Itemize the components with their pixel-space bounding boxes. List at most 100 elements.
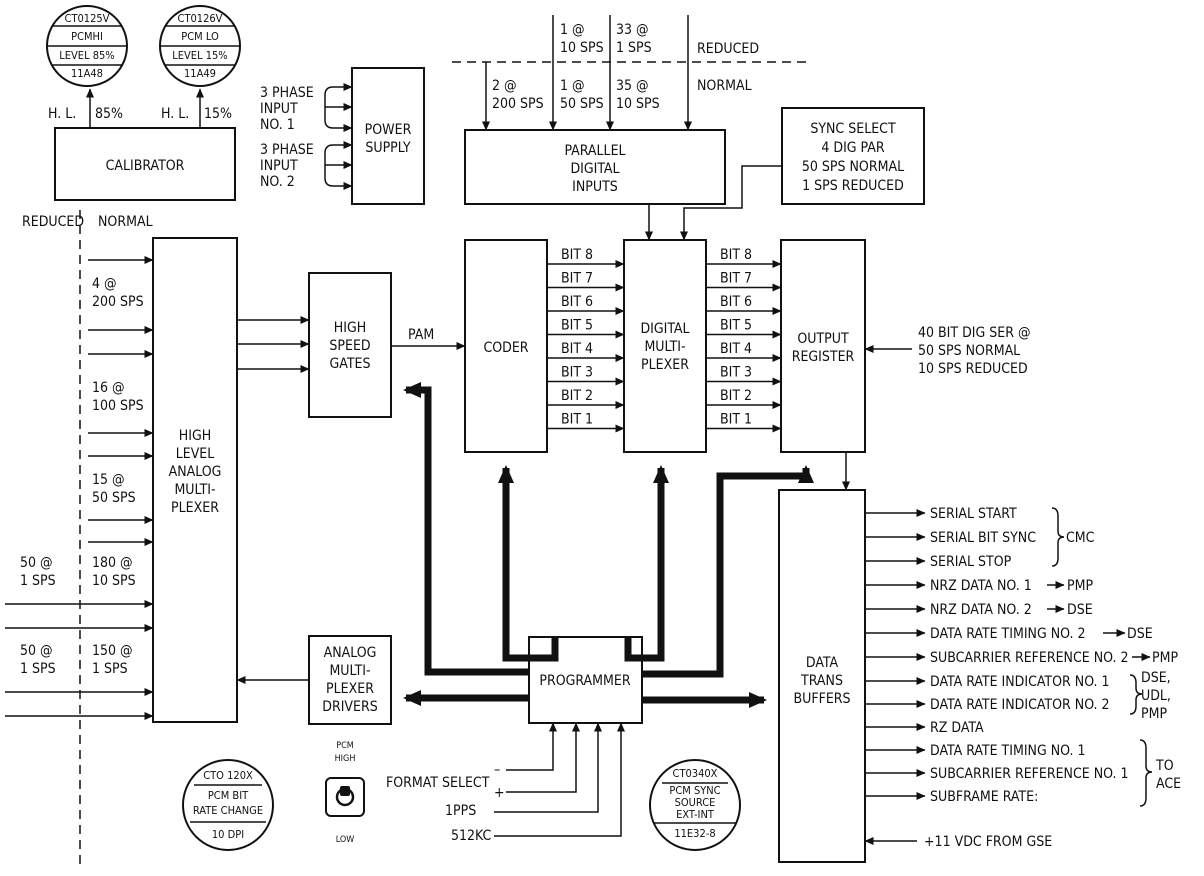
block-label: ANALOG: [324, 645, 377, 661]
power-input-label: NO. 1: [260, 117, 295, 133]
format-select-label: FORMAT SELECT: [386, 775, 490, 791]
bit-label: BIT 8: [561, 247, 593, 263]
rate-label: 50 @: [20, 643, 53, 659]
calibrator-85-label: 85%: [95, 106, 123, 122]
rate-label: 1 @: [560, 78, 585, 94]
bit-label: BIT 7: [561, 271, 593, 287]
block-label: BUFFERS: [793, 691, 850, 707]
bit-label: BIT 4: [561, 341, 593, 357]
rate-label: 150 @: [92, 643, 133, 659]
khz-label: 512KC: [451, 828, 492, 844]
pcm-rate-switch[interactable]: PCM HIGH LOW: [325, 741, 365, 845]
rate-label: 4 @: [92, 276, 117, 292]
output-register-input-label: 50 SPS NORMAL: [918, 343, 1020, 359]
block-label: OUTPUT: [797, 331, 849, 347]
rate-label: 1 SPS: [616, 40, 652, 56]
meter-label: PCM BIT: [208, 789, 249, 802]
rate-label: 15 @: [92, 472, 125, 488]
output-register-input-label: 40 BIT DIG SER @: [918, 325, 1031, 341]
block-label: LEVEL: [176, 446, 215, 462]
bit-label: BIT 8: [720, 247, 752, 263]
bit-label: BIT 1: [561, 412, 593, 428]
power-input-label: 3 PHASE: [260, 85, 314, 101]
calibrator-label: CALIBRATOR: [106, 158, 185, 174]
block-label: PLEXER: [171, 500, 219, 516]
meter-label: 11A49: [184, 67, 216, 80]
output-label: NRZ DATA NO. 1: [930, 578, 1032, 594]
bit-label: BIT 3: [720, 365, 752, 381]
output-label: SUBFRAME RATE:: [930, 789, 1038, 805]
power-input-label: NO. 2: [260, 174, 295, 190]
rate-label: 100 SPS: [92, 398, 144, 414]
output-label: SUBCARRIER REFERENCE NO. 2: [930, 650, 1129, 666]
meter-label: SOURCE: [675, 796, 716, 809]
bit-label: BIT 5: [720, 318, 752, 334]
meter-label: CTO 120X: [203, 769, 253, 782]
bit-label: BIT 5: [561, 318, 593, 334]
destination-label: PMP: [1152, 650, 1178, 666]
cmc-label: CMC: [1066, 530, 1095, 546]
output-label: RZ DATA: [930, 720, 984, 736]
block-label: 50 SPS NORMAL: [802, 159, 904, 175]
rate-label: 1 @: [560, 22, 585, 38]
meter-label: CT0125V: [65, 12, 110, 25]
block-label: DATA: [806, 655, 839, 671]
output-register-input-label: 10 SPS REDUCED: [918, 361, 1028, 377]
bit-label: BIT 7: [720, 271, 752, 287]
bit-label: BIT 2: [720, 388, 752, 404]
meter-label: PCM LO: [181, 30, 219, 43]
rate-label: 35 @: [616, 78, 649, 94]
power-supply-block: POWER SUPPLY: [351, 67, 425, 205]
data-trans-buffers-block: DATA TRANS BUFFERS: [778, 489, 866, 863]
block-label: 1 SPS REDUCED: [802, 178, 904, 194]
meter-label: 11A48: [71, 67, 103, 80]
block-label: DRIVERS: [322, 699, 377, 715]
block-label: CODER: [483, 340, 528, 356]
destination-label: DSE: [1127, 626, 1153, 642]
meter-pcm-bit-rate-change: CTO 120X PCM BIT RATE CHANGE 10 DPI: [182, 759, 274, 851]
power-supply-label: POWER: [365, 122, 412, 138]
output-register-block: OUTPUT REGISTER: [780, 239, 866, 453]
meter-label: PCMHI: [71, 30, 103, 43]
calibrator-15-label: 15%: [204, 106, 232, 122]
meter-label: LEVEL 85%: [59, 49, 114, 62]
meter-label: RATE CHANGE: [193, 804, 263, 817]
calibrator-hl-label: H. L.: [161, 106, 189, 122]
rate-label: 50 SPS: [92, 490, 136, 506]
bit-label: BIT 4: [720, 341, 752, 357]
output-label: NRZ DATA NO. 2: [930, 602, 1032, 618]
block-label: SYNC SELECT: [810, 121, 896, 137]
output-label: DATA RATE INDICATOR NO. 1: [930, 674, 1110, 690]
block-label: GATES: [330, 356, 371, 372]
meter-label: 10 DPI: [212, 828, 244, 841]
output-label: DATA RATE INDICATOR NO. 2: [930, 697, 1110, 713]
destination-label: DSE,: [1141, 670, 1171, 686]
destination-label: TO: [1155, 758, 1174, 774]
bit-label: BIT 6: [720, 294, 752, 310]
block-label: DIGITAL: [570, 161, 619, 177]
output-label: SERIAL START: [930, 506, 1017, 522]
gse-input-label: +11 VDC FROM GSE: [924, 834, 1052, 850]
rate-label: 1 SPS: [20, 573, 56, 589]
block-label: MULTI-: [329, 663, 370, 679]
block-label: PLEXER: [326, 681, 374, 697]
meter-label: 11E32-8: [674, 827, 715, 840]
block-label: PROGRAMMER: [539, 673, 631, 689]
rate-label: 200 SPS: [492, 96, 544, 112]
block-label: INPUTS: [572, 179, 618, 195]
meter-label: PCM SYNC: [669, 784, 720, 797]
rate-label: 10 SPS: [616, 96, 660, 112]
reduced-label: REDUCED: [22, 214, 84, 230]
rate-label: 180 @: [92, 555, 133, 571]
normal-label: NORMAL: [697, 78, 752, 94]
output-label: SERIAL STOP: [930, 554, 1012, 570]
meter-pcm-lo: CT0126V PCM LO LEVEL 15% 11A49: [159, 5, 241, 87]
block-label: MULTI-: [644, 339, 685, 355]
bit-label: BIT 3: [561, 365, 593, 381]
power-supply-label: SUPPLY: [365, 140, 411, 156]
rate-label: 10 SPS: [92, 573, 136, 589]
destination-label: UDL,: [1141, 688, 1171, 704]
rate-label: 33 @: [616, 22, 649, 38]
